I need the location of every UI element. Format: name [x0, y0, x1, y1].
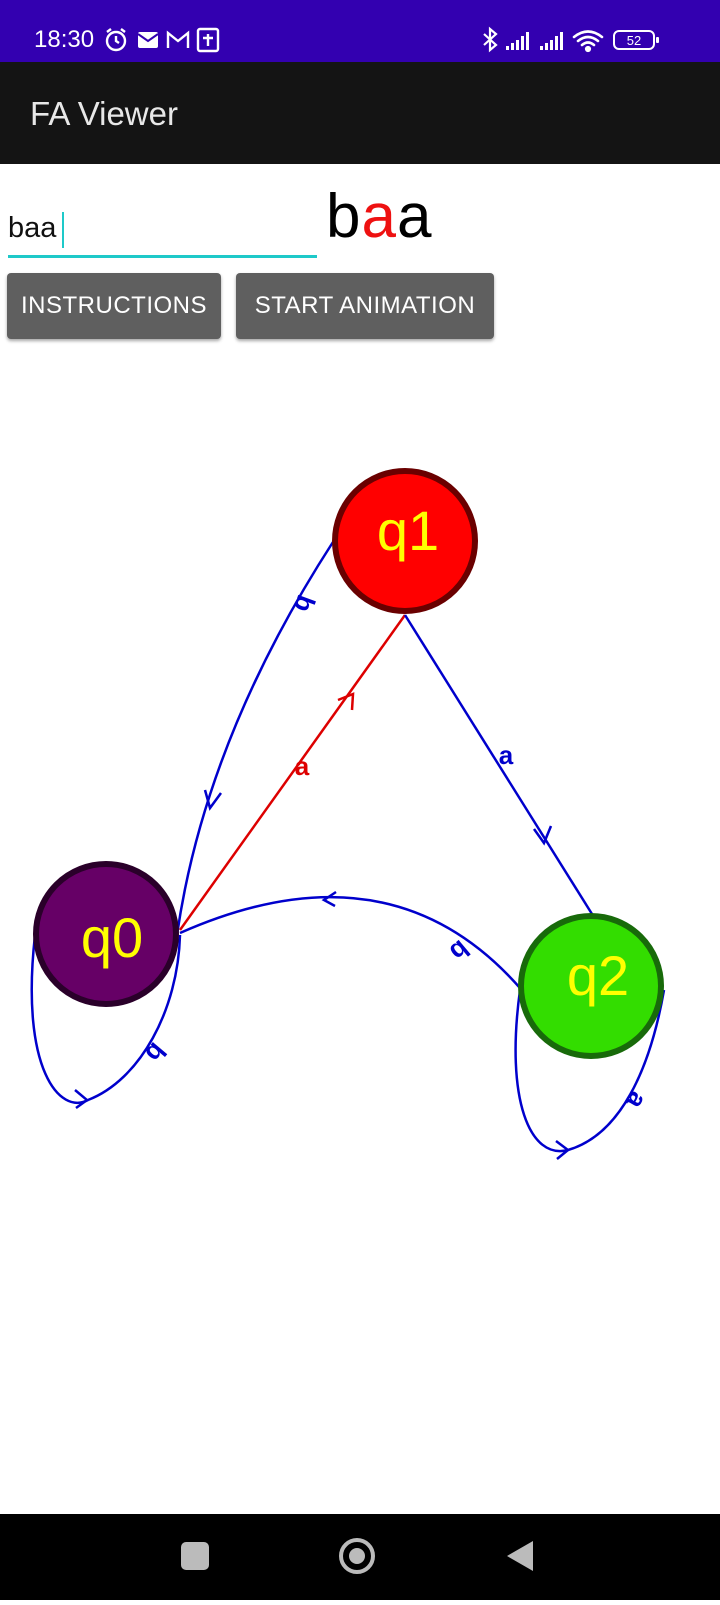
state-label: q0: [81, 906, 143, 969]
transition-q2-q0: [179, 890, 521, 989]
word-letter: b: [326, 182, 362, 251]
automaton-canvas: b a a b b a q0 q1 q2: [30, 468, 666, 1160]
signal-icon: [506, 32, 529, 50]
transition-q1-q0: [175, 541, 335, 936]
state-label: q1: [377, 499, 439, 562]
word-display: baa: [326, 182, 432, 252]
alarm-icon: [105, 28, 127, 52]
notification-icons: [105, 27, 220, 53]
signal-icon: [540, 32, 563, 50]
transition-q0-q1: [178, 614, 407, 931]
status-bar: 18:30: [0, 0, 720, 62]
state-q1[interactable]: q1: [332, 468, 478, 614]
transition-label: b: [139, 1037, 172, 1068]
bible-app-icon: [196, 27, 220, 53]
state-label: q2: [567, 944, 629, 1007]
self-loop-q2: [514, 989, 666, 1160]
status-time: 18:30: [34, 26, 95, 53]
input-underline: [8, 255, 317, 258]
home-icon[interactable]: [339, 1538, 375, 1574]
transition-label: a: [620, 1087, 653, 1115]
word-letter: a: [361, 182, 397, 251]
transition-label: a: [499, 740, 514, 770]
transition-label: b: [444, 934, 475, 967]
nav-icons: [181, 1538, 533, 1574]
transition-label: b: [288, 591, 322, 616]
state-q2[interactable]: q2: [518, 913, 664, 1059]
system-icons: 52: [483, 26, 659, 53]
gmail-icon: [166, 30, 190, 48]
app-bar: FA Viewer: [0, 62, 720, 164]
word-input-container[interactable]: [8, 206, 317, 260]
self-loop-q0: [30, 934, 182, 1110]
recents-icon[interactable]: [181, 1542, 209, 1570]
battery-level: 52: [627, 33, 641, 48]
transition-q1-q2: [403, 614, 594, 915]
word-input[interactable]: [8, 206, 313, 250]
battery-icon: 52: [613, 30, 659, 50]
wifi-icon: [572, 30, 604, 53]
bluetooth-icon: [483, 26, 498, 53]
word-letter: a: [396, 182, 433, 251]
app-title: FA Viewer: [30, 95, 178, 132]
start-animation-button[interactable]: START ANIMATION: [236, 273, 494, 339]
state-q0[interactable]: q0: [33, 861, 179, 1007]
instructions-button[interactable]: INSTRUCTIONS: [7, 273, 221, 339]
transition-label-active: a: [295, 751, 310, 781]
back-icon[interactable]: [507, 1541, 533, 1571]
text-caret: [62, 212, 64, 248]
email-icon: [137, 32, 159, 48]
navigation-bar: [0, 1514, 720, 1600]
